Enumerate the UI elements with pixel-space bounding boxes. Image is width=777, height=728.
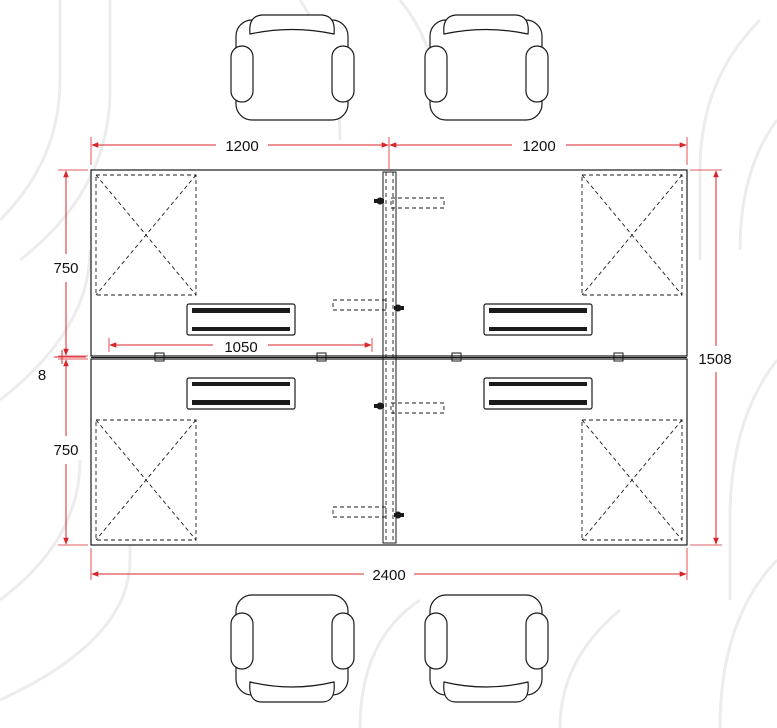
chair-bottom-left — [230, 594, 355, 703]
cable-tray-top-left — [186, 303, 296, 336]
cable-tray-top-right — [483, 303, 593, 336]
pedestal-top-right — [581, 174, 683, 296]
desk-frame — [90, 169, 688, 546]
dim-screen-length: 1050 — [224, 339, 257, 356]
dim-gap: 8 — [38, 367, 46, 384]
pedestal-bottom-left — [95, 419, 197, 541]
chair-top-right — [424, 14, 549, 121]
pedestal-top-left — [95, 174, 197, 296]
dim-overall-depth: 1508 — [698, 351, 731, 368]
cable-tray-bottom-left — [186, 377, 296, 410]
dim-top-right-width: 1200 — [522, 138, 555, 155]
dim-lower-depth: 750 — [53, 442, 78, 459]
cable-tray-bottom-right — [483, 377, 593, 410]
chair-bottom-right — [424, 594, 549, 703]
dimension-lines — [54, 137, 722, 580]
dim-overall-width: 2400 — [372, 567, 405, 584]
dim-upper-depth: 750 — [53, 260, 78, 277]
dim-top-left-width: 1200 — [225, 138, 258, 155]
dimension-labels: 1200 1200 2400 750 750 8 1508 1050 — [38, 138, 732, 584]
chair-top-left — [230, 14, 355, 121]
monitor-clamps — [332, 197, 445, 519]
pedestal-bottom-right — [581, 419, 683, 541]
